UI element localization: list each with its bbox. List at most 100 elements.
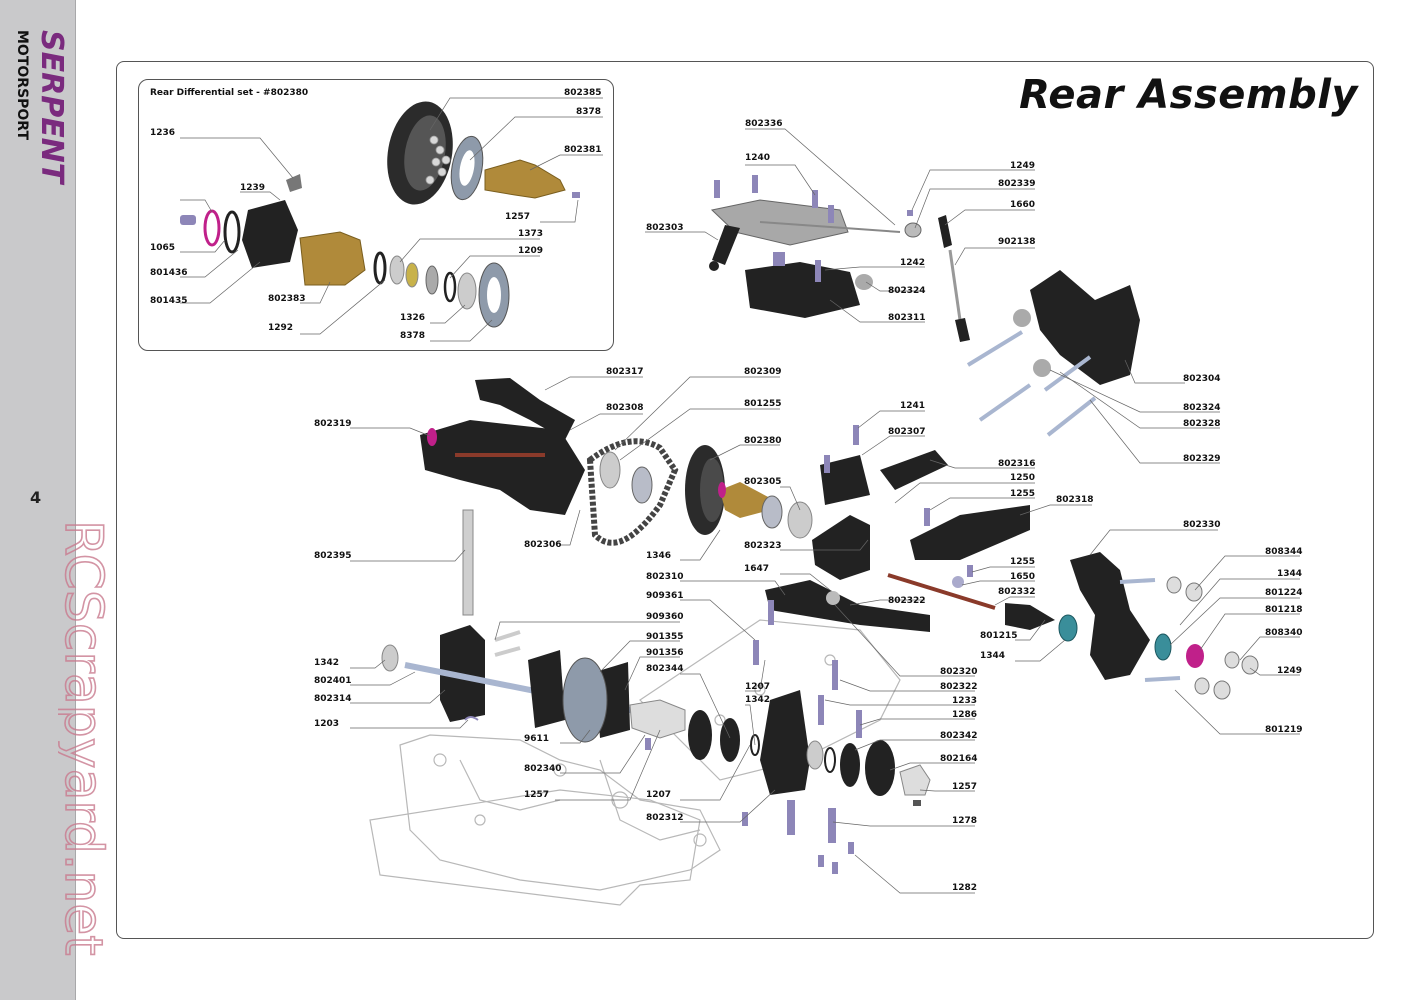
watermark-text: RCScrapyard.net: [58, 520, 113, 956]
part-label: 1373: [518, 229, 544, 239]
part-label: 1240: [745, 153, 771, 163]
part-label: 802329: [1183, 454, 1221, 464]
bearing-magenta-802319: [427, 428, 437, 446]
part-label: 802381: [564, 145, 602, 155]
part-label: 801435: [150, 296, 188, 306]
part-label: 802320: [940, 667, 978, 677]
lower-arm-802318: [910, 505, 1030, 560]
part-label: 802336: [745, 119, 783, 129]
screw-1241: [853, 425, 859, 445]
pins-909360-909361: [494, 630, 521, 657]
part-label: 1203: [314, 719, 340, 729]
part-label: 802340: [524, 764, 562, 774]
rear-hub-802330: [1070, 552, 1150, 680]
diff-balls: [425, 135, 451, 185]
part-label: 1241: [900, 401, 926, 411]
diff-outdrive-brass-802383: [299, 231, 366, 286]
plates-901355-901356: [528, 650, 565, 728]
side-band: [0, 0, 76, 1000]
disc-9611: [562, 657, 608, 743]
part-label: 1282: [952, 883, 978, 893]
screws-1240: [714, 175, 834, 223]
bearing-1342: [381, 644, 399, 672]
bearing-1373: [389, 255, 405, 285]
diff-outdrive-brass-802381: [484, 159, 566, 199]
bearing-1344: [1058, 614, 1078, 642]
part-label: 1255: [1010, 557, 1036, 567]
part-label: 802314: [314, 694, 352, 704]
part-label: 1344: [1277, 569, 1303, 579]
part-label: 901356: [646, 648, 684, 658]
screw-1242: [815, 260, 821, 282]
part-label: 1249: [1277, 666, 1303, 676]
bearing-802342: [806, 740, 824, 770]
part-label: 1065: [150, 243, 176, 253]
part-label: 802303: [646, 223, 684, 233]
page-number: 4: [30, 488, 42, 507]
hub-link-802303: [712, 225, 740, 265]
hub-802340: [629, 699, 686, 739]
part-label: 801255: [744, 399, 782, 409]
part-label: 1209: [518, 246, 544, 256]
part-label: 1236: [150, 128, 176, 138]
serpent-motorsport-logo: SERPENT MOTORSPORT: [14, 30, 68, 186]
part-label: 802332: [998, 587, 1036, 597]
part-label: 1647: [744, 564, 770, 574]
leader-lines: [180, 97, 1300, 894]
gear-802344: [688, 710, 712, 760]
part-label: 801215: [980, 631, 1018, 641]
part-label: 802324: [888, 286, 926, 296]
bushing-1257: [899, 764, 931, 796]
bearing-1346: [631, 466, 653, 504]
part-label: 802344: [646, 664, 684, 674]
diff-pulley: [387, 101, 453, 205]
screws-802328-802329: [966, 330, 1097, 437]
screws-1278-1282-1233-1286: [645, 600, 862, 874]
ball-1249: [907, 210, 913, 216]
screw-1236: [286, 174, 302, 192]
part-label: 802164: [940, 754, 978, 764]
part-label: 1239: [240, 183, 266, 193]
part-label: 909360: [646, 612, 684, 622]
part-label: 802322: [940, 682, 978, 692]
clip-1209: [443, 271, 457, 303]
pivot-802339: [904, 222, 922, 238]
part-label: 802380: [744, 436, 782, 446]
screw-1255: [924, 508, 930, 526]
part-label: 901355: [646, 632, 684, 642]
part-label: 1292: [268, 323, 294, 333]
diff-outdrive-802380: [720, 482, 770, 518]
rear-bulkhead-802304: [1030, 270, 1140, 385]
part-label: 802395: [314, 551, 352, 561]
part-label: 802401: [314, 676, 352, 686]
brand-line1: SERPENT: [34, 30, 68, 186]
part-label: 802312: [646, 813, 684, 823]
gearbox-802312: [760, 690, 810, 795]
part-label: 802383: [268, 294, 306, 304]
hub-carrier-802308: [420, 420, 585, 515]
part-label: 802342: [940, 731, 978, 741]
part-label: 1286: [952, 710, 978, 720]
upright-802323: [812, 515, 870, 580]
part-label: 1257: [524, 790, 550, 800]
part-label: 808340: [1265, 628, 1303, 638]
oring-1239: [203, 209, 221, 247]
bearing-802305: [761, 495, 783, 529]
part-label: 1278: [952, 816, 978, 826]
part-label: 802317: [606, 367, 644, 377]
part-label: 801436: [150, 268, 188, 278]
screw-1257-inset: [572, 192, 580, 198]
part-label: 1650: [1010, 572, 1036, 582]
part-label: 802311: [888, 313, 926, 323]
page-title: Rear Assembly: [1019, 72, 1358, 118]
part-label: 1660: [1010, 200, 1036, 210]
oring-801436: [223, 210, 241, 254]
oring-1292: [373, 251, 387, 285]
part-label: 802330: [1183, 520, 1221, 530]
hub-801218: [1186, 644, 1204, 668]
part-label: 802328: [1183, 419, 1221, 429]
part-label: 808344: [1265, 547, 1303, 557]
turnbuckle-902138: [948, 249, 962, 321]
rear-arm-802317: [475, 378, 575, 440]
